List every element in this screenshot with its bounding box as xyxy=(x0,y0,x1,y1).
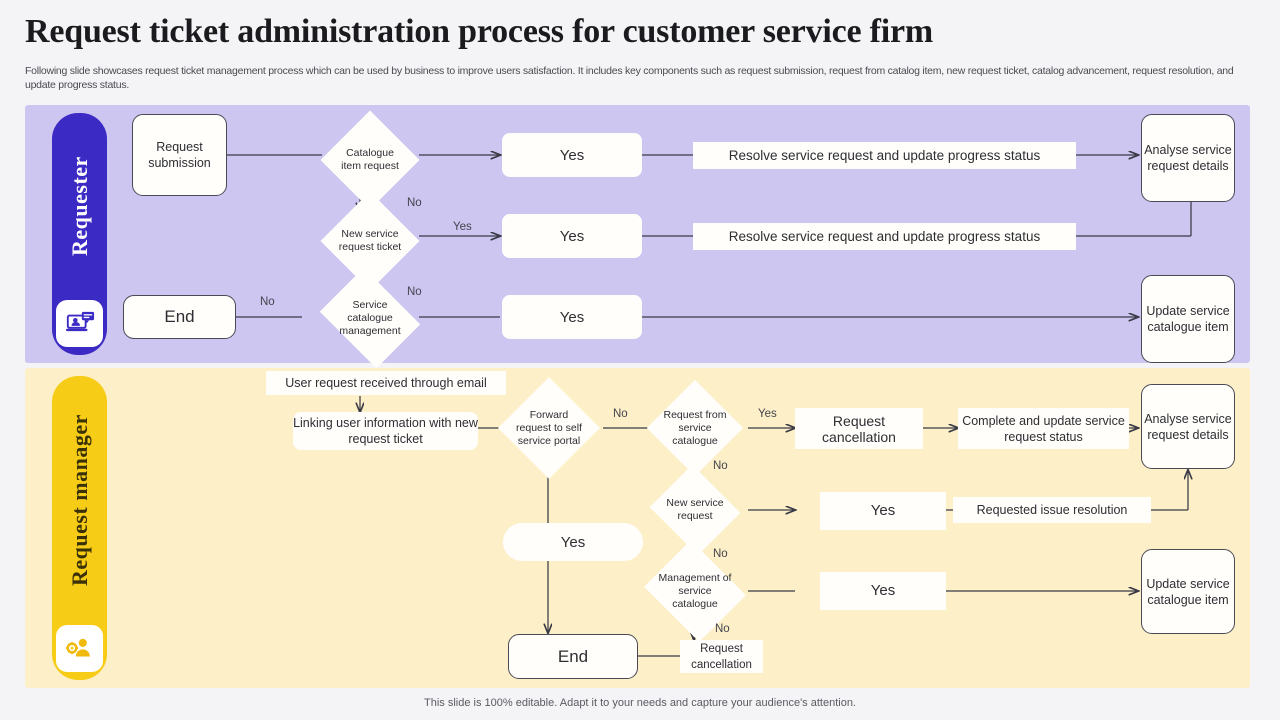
decision-request-from-service-catalogue[interactable]: Request from service catalogue xyxy=(646,379,744,477)
node-yes-1[interactable]: Yes xyxy=(502,133,642,177)
node-yes-2[interactable]: Yes xyxy=(502,214,642,258)
node-request-cancellation-1[interactable]: Request cancellation xyxy=(795,408,923,449)
node-analyse-service-request-details[interactable]: Analyse service request details xyxy=(1141,114,1235,202)
slide-footer-note: This slide is 100% editable. Adapt it to… xyxy=(424,697,856,709)
node-request-submission[interactable]: Request submission xyxy=(132,114,227,196)
lane-title-request-manager: Request manager xyxy=(66,414,92,587)
lane-title-requester: Requester xyxy=(66,156,92,257)
edge-label-d2-yes: Yes xyxy=(453,221,472,233)
decision-forward-request-self-service-portal[interactable]: Forward request to self service portal xyxy=(498,377,600,479)
edge-label-d1-no: No xyxy=(407,197,422,209)
node-end-requester[interactable]: End xyxy=(123,295,236,339)
lane-header-requester: Requester xyxy=(52,113,107,355)
decision-new-service-request[interactable]: New service request xyxy=(649,464,741,556)
node-end-manager[interactable]: End xyxy=(508,634,638,679)
decision-service-catalogue-management[interactable]: Service catalogue management xyxy=(319,267,421,369)
node-resolve-update-status-1[interactable]: Resolve service request and update progr… xyxy=(693,142,1076,169)
node-yes-3-manager[interactable]: Yes xyxy=(820,572,946,610)
decision-management-of-service-catalogue[interactable]: Management of service catalogue xyxy=(644,540,746,642)
node-analyse-service-request-details-manager[interactable]: Analyse service request details xyxy=(1141,384,1235,469)
edge-label-m-d4-no: No xyxy=(715,623,730,635)
lane-header-request-manager: Request manager xyxy=(52,376,107,680)
page-subtitle: Following slide showcases request ticket… xyxy=(25,65,1234,91)
decision-catalogue-item-request[interactable]: Catalogue item request xyxy=(320,110,420,210)
node-user-request-received-email[interactable]: User request received through email xyxy=(266,371,506,395)
edge-label-m-d2-yes: Yes xyxy=(758,408,777,420)
node-linking-user-information[interactable]: Linking user information with new reques… xyxy=(293,412,478,450)
node-yes-2-manager[interactable]: Yes xyxy=(820,492,946,530)
node-request-cancellation-2[interactable]: Request cancellation xyxy=(680,640,763,673)
user-with-gears-icon xyxy=(56,625,103,672)
decision-new-service-request-ticket[interactable]: New service request ticket xyxy=(320,191,420,291)
edge-label-m-d2-no: No xyxy=(713,460,728,472)
node-requested-issue-resolution[interactable]: Requested issue resolution xyxy=(953,497,1151,523)
node-resolve-update-status-2[interactable]: Resolve service request and update progr… xyxy=(693,223,1076,250)
edge-label-d2-no: No xyxy=(407,286,422,298)
node-yes-3[interactable]: Yes xyxy=(502,295,642,339)
user-on-laptop-chat-icon xyxy=(56,300,103,347)
swimlane-request-manager: Request manager xyxy=(25,368,1250,688)
node-complete-update-service-request-status[interactable]: Complete and update service request stat… xyxy=(958,408,1129,449)
edge-label-m-d3-no: No xyxy=(713,548,728,560)
node-yes-pill[interactable]: Yes xyxy=(503,523,643,561)
node-update-service-catalogue-item-manager[interactable]: Update service catalogue item xyxy=(1141,549,1235,634)
page-title: Request ticket administration process fo… xyxy=(25,13,934,50)
node-update-service-catalogue-item[interactable]: Update service catalogue item xyxy=(1141,275,1235,363)
swimlane-requester: Requester xyxy=(25,105,1250,369)
edge-label-d3-no-left: No xyxy=(260,296,275,308)
edge-label-m-d1-no: No xyxy=(613,408,628,420)
